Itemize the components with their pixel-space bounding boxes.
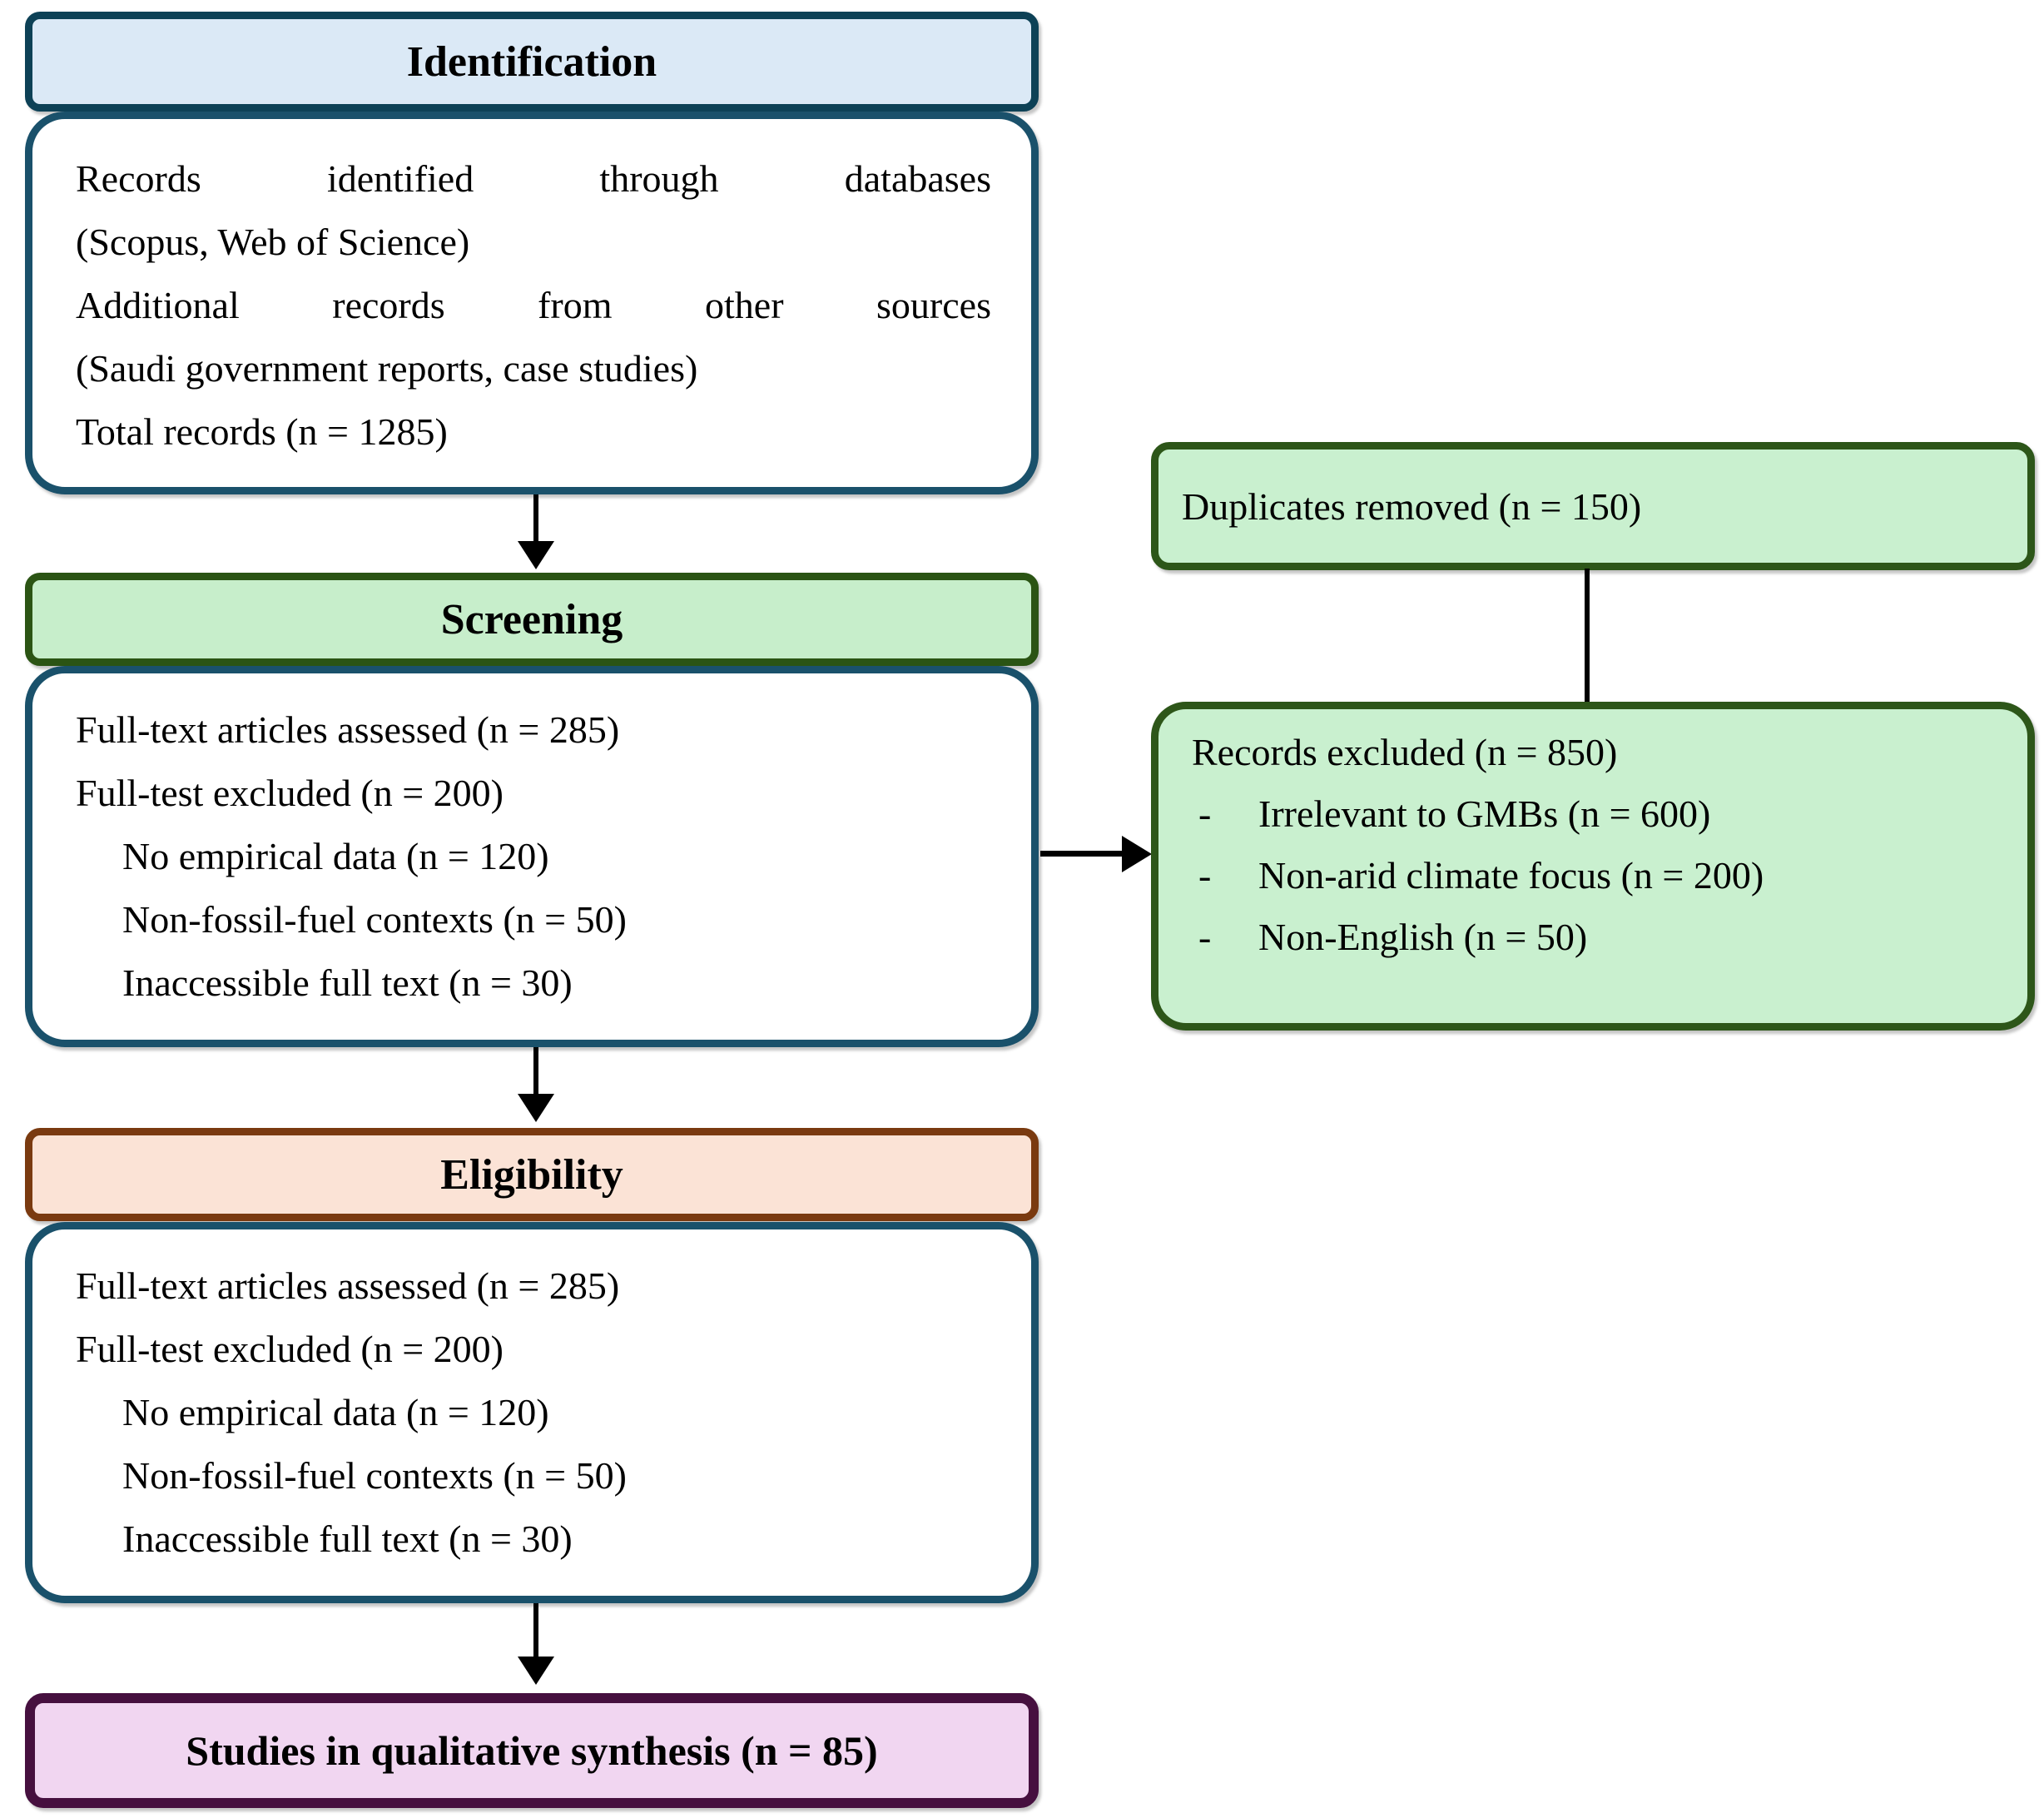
eligibility-stage-label: Eligibility: [440, 1150, 623, 1199]
screening-stage-header: Screening: [25, 573, 1039, 666]
screening-line-5: Inaccessible full text (n = 30): [122, 961, 573, 1004]
excluded-title: Records excluded (n = 850): [1192, 731, 1618, 773]
excluded-item: - Non-English (n = 50): [1192, 907, 2007, 968]
arrow-eligibility-to-synthesis-line: [533, 1603, 538, 1658]
eligibility-line-2: Full-test excluded (n = 200): [76, 1328, 504, 1370]
screening-line-1: Full-text articles assessed (n = 285): [76, 708, 620, 751]
eligibility-line-1: Full-text articles assessed (n = 285): [76, 1264, 620, 1307]
records-line-3: Additional records from other sources: [76, 284, 991, 326]
records-line-5: Total records (n = 1285): [76, 410, 448, 453]
eligibility-line-5: Inaccessible full text (n = 30): [122, 1517, 573, 1560]
eligibility-details-box: Full-text articles assessed (n = 285) Fu…: [25, 1222, 1039, 1603]
excluded-item-label: Irrelevant to GMBs (n = 600): [1258, 792, 1711, 835]
qualitative-synthesis-label: Studies in qualitative synthesis (n = 85…: [186, 1727, 878, 1774]
identification-stage-header: Identification: [25, 12, 1039, 112]
screening-line-4: Non-fossil-fuel contexts (n = 50): [122, 898, 627, 941]
excluded-item: - Non-arid climate focus (n = 200): [1192, 845, 2007, 907]
eligibility-line-3: No empirical data (n = 120): [122, 1391, 549, 1433]
arrow-screening-to-excluded-line: [1040, 851, 1124, 857]
arrow-identification-to-screening-head: [518, 541, 554, 569]
arrow-eligibility-to-synthesis-head: [518, 1657, 554, 1685]
excluded-item-label: Non-English (n = 50): [1258, 916, 1588, 958]
records-line-1: Records identified through databases: [76, 157, 991, 200]
records-identified-box: Records identified through databases (Sc…: [25, 112, 1039, 494]
excluded-item-bullet: -: [1198, 792, 1212, 835]
arrow-screening-to-excluded-head: [1122, 836, 1152, 872]
excluded-item: - Irrelevant to GMBs (n = 600): [1192, 783, 2007, 845]
connector-duplicates-to-excluded: [1585, 569, 1590, 703]
excluded-item-bullet: -: [1198, 854, 1212, 897]
screening-line-3: No empirical data (n = 120): [122, 835, 549, 877]
duplicates-removed-label: Duplicates removed (n = 150): [1182, 484, 1642, 528]
records-line-4: (Saudi government reports, case studies): [76, 347, 698, 390]
excluded-item-bullet: -: [1198, 916, 1212, 958]
eligibility-line-4: Non-fossil-fuel contexts (n = 50): [122, 1454, 627, 1497]
records-excluded-box: Records excluded (n = 850) - Irrelevant …: [1151, 702, 2035, 1031]
records-line-2: (Scopus, Web of Science): [76, 221, 470, 263]
arrow-identification-to-screening-line: [533, 494, 538, 543]
duplicates-removed-box: Duplicates removed (n = 150): [1151, 442, 2035, 570]
arrow-screening-to-eligibility-head: [518, 1094, 554, 1122]
excluded-item-label: Non-arid climate focus (n = 200): [1258, 854, 1764, 897]
eligibility-stage-header: Eligibility: [25, 1128, 1039, 1221]
arrow-screening-to-eligibility-line: [533, 1047, 538, 1095]
identification-stage-label: Identification: [406, 37, 657, 86]
screening-details-box: Full-text articles assessed (n = 285) Fu…: [25, 666, 1039, 1047]
screening-line-2: Full-test excluded (n = 200): [76, 772, 504, 814]
screening-stage-label: Screening: [440, 595, 623, 643]
qualitative-synthesis-box: Studies in qualitative synthesis (n = 85…: [25, 1693, 1039, 1808]
